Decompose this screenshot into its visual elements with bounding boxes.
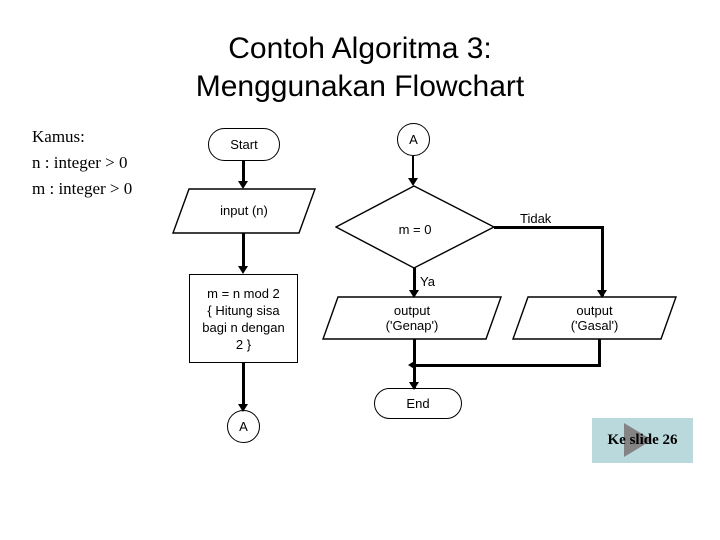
connector-merge-to-end	[413, 366, 416, 388]
process-box-shape	[189, 274, 298, 363]
arrow-merge-to-end-icon	[409, 382, 419, 390]
output-false-parallelogram-shape	[512, 296, 677, 340]
connector-start-to-input	[242, 161, 245, 183]
arrow-start-to-input-icon	[238, 181, 248, 189]
arrow-decision-yes-icon	[409, 290, 419, 298]
input-parallelogram-shape	[172, 188, 316, 234]
go-to-slide-26-label: Ke slide 26	[607, 432, 678, 448]
start-terminator-shape	[208, 128, 280, 161]
connector-decision-no-horizontal	[494, 226, 604, 229]
connector-output-false-to-merge	[598, 339, 601, 365]
arrow-a-in-to-decision-icon	[408, 178, 418, 186]
connector-a-out-shape	[227, 410, 260, 443]
output-false-label: output ('Gasal')	[570, 303, 619, 333]
connector-decision-no-vertical	[601, 226, 604, 296]
decision-diamond-label: m = 0	[398, 222, 432, 237]
connector-process-to-connector-a	[242, 363, 245, 409]
output-true-label: output ('Genap')	[385, 303, 439, 333]
connector-a-out-label: A	[239, 418, 248, 434]
decision-no-label: Tidak	[520, 211, 552, 226]
connector-decision-yes	[413, 268, 416, 295]
arrow-decision-no-icon	[597, 290, 607, 298]
declaration-line-m: m : integer > 0	[32, 179, 133, 198]
connector-input-to-process	[242, 232, 245, 270]
decision-diamond-shape	[335, 185, 495, 269]
declaration-block: Kamus: n : integer > 0 m : integer > 0	[32, 124, 132, 202]
arrow-input-to-process-icon	[238, 266, 248, 274]
declaration-line-n: n : integer > 0	[32, 153, 128, 172]
play-triangle-icon	[624, 423, 652, 457]
end-terminator-label: End	[406, 395, 430, 411]
connector-a-in-to-decision	[412, 156, 414, 184]
connector-a-in-label: A	[409, 131, 418, 147]
declaration-line-heading: Kamus:	[32, 127, 85, 146]
process-box-label: m = n mod 2 { Hitung sisa bagi n dengan …	[202, 285, 285, 352]
page-title: Contoh Algoritma 3: Menggunakan Flowchar…	[60, 30, 660, 106]
connector-a-in-shape	[397, 123, 430, 156]
arrow-process-to-connector-a-icon	[238, 404, 248, 412]
page-title-line-1: Contoh Algoritma 3:	[228, 32, 492, 65]
input-parallelogram-label: input (n)	[220, 203, 268, 218]
start-terminator-label: Start	[230, 136, 258, 152]
page-title-line-2: Menggunakan Flowchart	[195, 70, 525, 103]
connector-merge-horizontal	[415, 364, 601, 367]
decision-yes-label: Ya	[420, 274, 435, 289]
connector-output-true-to-merge	[413, 339, 416, 367]
arrow-merge-left-icon	[408, 360, 416, 370]
output-true-parallelogram-shape	[322, 296, 502, 340]
go-to-slide-26-button[interactable]: Ke slide 26	[592, 418, 693, 463]
